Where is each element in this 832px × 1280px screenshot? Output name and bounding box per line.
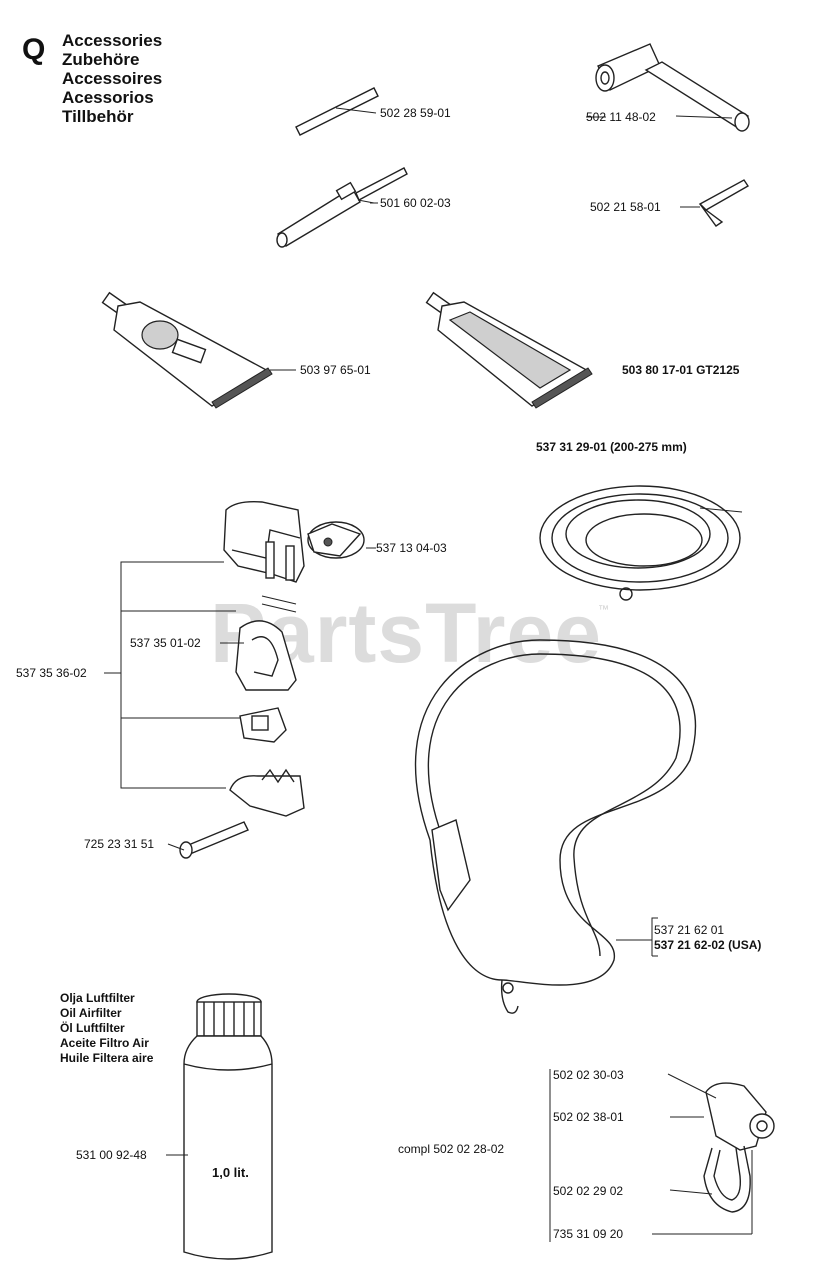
- part-number[interactable]: 725 23 31 51: [84, 837, 155, 851]
- part-number[interactable]: 537 35 01-02: [130, 636, 201, 650]
- title-sv: Tillbehör: [62, 107, 134, 126]
- buckle-icon: [235, 620, 297, 691]
- clamp-icon: [229, 768, 305, 817]
- part-number[interactable]: 502 02 38-01: [553, 1110, 624, 1124]
- part-number[interactable]: 502 02 29 02: [553, 1184, 624, 1198]
- title-fr: Accessoires: [62, 69, 163, 88]
- part-number[interactable]: 537 21 62 01: [654, 923, 725, 937]
- part-number[interactable]: 503 97 65-01: [300, 363, 371, 377]
- oil-label-es: Aceite Filtro Air: [60, 1036, 149, 1050]
- part-number[interactable]: 502 28 59-01: [380, 106, 451, 120]
- screw-icon: [179, 821, 249, 859]
- part-number[interactable]: 537 35 36-02: [16, 666, 87, 680]
- watermark-trademark: ™: [598, 604, 609, 616]
- combination-spanner-icon: [595, 43, 750, 132]
- part-number[interactable]: 502 21 58-01: [590, 200, 661, 214]
- trimmer-line-coil-icon: [539, 485, 743, 601]
- oil-bottle-icon: [183, 993, 273, 1260]
- pin-tool-icon: [295, 87, 379, 136]
- hook-assembly-icon: [703, 1082, 775, 1213]
- part-number[interactable]: compl 502 02 28-02: [398, 1142, 505, 1156]
- harness-strap-icon: [414, 639, 697, 1014]
- part-number[interactable]: 502 11 48-02: [586, 110, 656, 124]
- oil-label-fr: Huile Filtera aire: [60, 1051, 154, 1065]
- part-number[interactable]: 531 00 92-48: [76, 1148, 147, 1162]
- part-number[interactable]: 537 21 62-02 (USA): [654, 938, 762, 952]
- title-es: Acessorios: [62, 88, 154, 107]
- oil-label-sv: Olja Luftfilter: [60, 991, 135, 1005]
- section-letter: Q: [22, 33, 46, 66]
- bottle-label: 1,0 lit.: [212, 1165, 249, 1180]
- title-de: Zubehöre: [62, 50, 140, 69]
- oil-label-de: Öl Luftfilter: [60, 1021, 125, 1035]
- part-number[interactable]: 501 60 02-03: [380, 196, 451, 210]
- knob-icon: [307, 521, 365, 559]
- bracket-icon: [239, 707, 287, 743]
- title-en: Accessories: [62, 31, 163, 50]
- part-number[interactable]: 735 31 09 20: [553, 1227, 624, 1241]
- tapered-drift-icon: [276, 167, 408, 248]
- part-number[interactable]: 537 13 04-03: [376, 541, 447, 555]
- grease-tube-icon: [101, 291, 296, 409]
- hex-key-icon: [680, 179, 749, 227]
- part-number[interactable]: 502 02 30-03: [553, 1068, 624, 1082]
- oil-label-en: Oil Airfilter: [60, 1006, 122, 1020]
- grease-tube-icon: [425, 291, 593, 409]
- part-number[interactable]: 503 80 17-01 GT2125: [622, 363, 740, 377]
- part-number[interactable]: 537 31 29-01 (200-275 mm): [536, 440, 687, 454]
- harness-clip-icon: [223, 500, 305, 583]
